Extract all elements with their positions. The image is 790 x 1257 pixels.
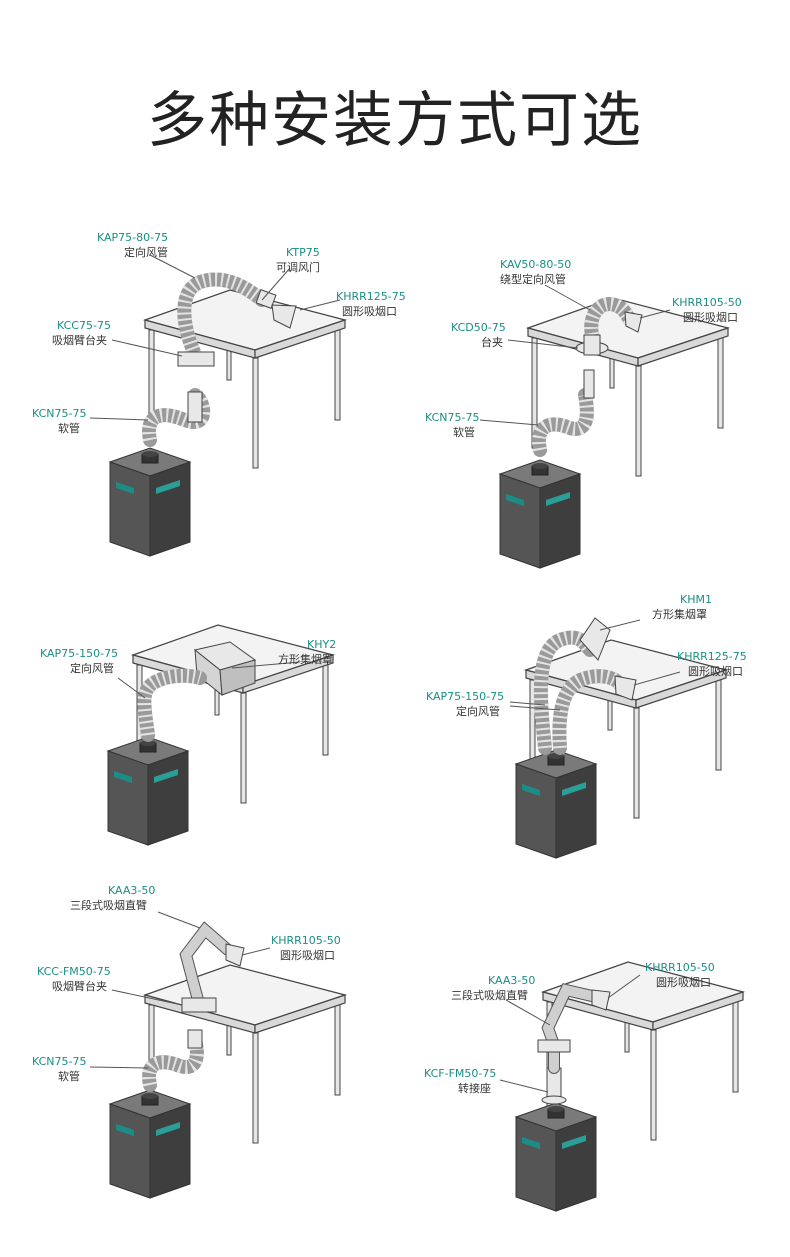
round-hood [624,311,643,333]
fume-extractor-unit [515,749,597,859]
label-code: KCN75-75 [32,407,86,420]
label-desc: 方形集烟罩 [278,652,333,666]
label-desc: 软管 [58,1069,80,1083]
label-desc: 定向风管 [124,245,168,259]
panel-2 [479,284,729,569]
label-code: KCN75-75 [425,411,479,424]
label-desc: 三段式吸烟直臂 [451,988,528,1002]
page-title: 多种安装方式可选 [147,86,643,156]
label-code: KCF-FM50-75 [424,1067,496,1080]
directional-duct [137,668,207,742]
label-code: KCN75-75 [32,1055,86,1068]
label-code: KAA3-50 [108,884,155,897]
label-desc: 圆形吸烟口 [280,948,335,962]
label-code: KCD50-75 [451,321,506,334]
flexible-hose [532,388,594,457]
label-desc: 软管 [58,421,80,435]
label-code: KAA3-50 [488,974,535,987]
panel-5 [89,911,346,1199]
table [144,289,346,469]
label-desc: 吸烟臂台夹 [52,979,107,993]
label-code: KHRR125-75 [336,290,406,303]
label-desc: 吸烟臂台夹 [52,333,107,347]
panel-6 [499,961,744,1212]
fume-extractor-unit [107,736,189,846]
fume-extractor-unit [499,459,581,569]
label-desc: 三段式吸烟直臂 [70,898,147,912]
label-code: KHRR105-50 [645,961,715,974]
fume-extractor-unit [515,1102,597,1212]
label-code: KAP75-80-75 [97,231,168,244]
label-desc: 圆形吸烟口 [688,664,743,678]
round-hood [271,304,297,329]
label-desc: 软管 [453,425,475,439]
label-code: KHM1 [680,593,712,606]
square-hood [579,617,611,661]
label-code: KCC75-75 [57,319,111,332]
label-desc: 圆形吸烟口 [683,310,738,324]
label-code: KHRR105-50 [271,934,341,947]
panel-1 [89,254,346,557]
label-desc: 定向风管 [70,661,114,675]
label-code: KTP75 [286,246,320,259]
fume-extractor-unit [109,447,191,557]
label-code: KHRR105-50 [672,296,742,309]
label-desc: 台夹 [481,335,503,349]
table-clamp [181,997,217,1013]
three-section-arm [542,984,597,1073]
label-code: KHY2 [307,638,336,651]
label-desc: 圆形吸烟口 [656,975,711,989]
label-code: KAP75-150-75 [426,690,504,703]
label-desc: 方形集烟罩 [652,607,707,621]
round-hood [225,943,245,967]
label-desc: 转接座 [458,1081,491,1095]
round-hood [614,675,637,701]
label-desc: 绕型定向风管 [500,272,566,286]
label-desc: 可调风门 [276,260,320,274]
label-desc: 定向风管 [456,704,500,718]
panel-3 [107,624,334,846]
table-clamp [177,351,215,367]
label-code: KCC-FM50-75 [37,965,111,978]
label-code: KAP75-150-75 [40,647,118,660]
round-hood [591,989,611,1011]
label-code: KHRR125-75 [677,650,747,663]
label-code: KAV50-80-50 [500,258,571,271]
three-section-arm [180,922,233,1005]
fume-extractor-unit [109,1089,191,1199]
panel-4 [509,617,727,859]
label-desc: 圆形吸烟口 [342,304,397,318]
